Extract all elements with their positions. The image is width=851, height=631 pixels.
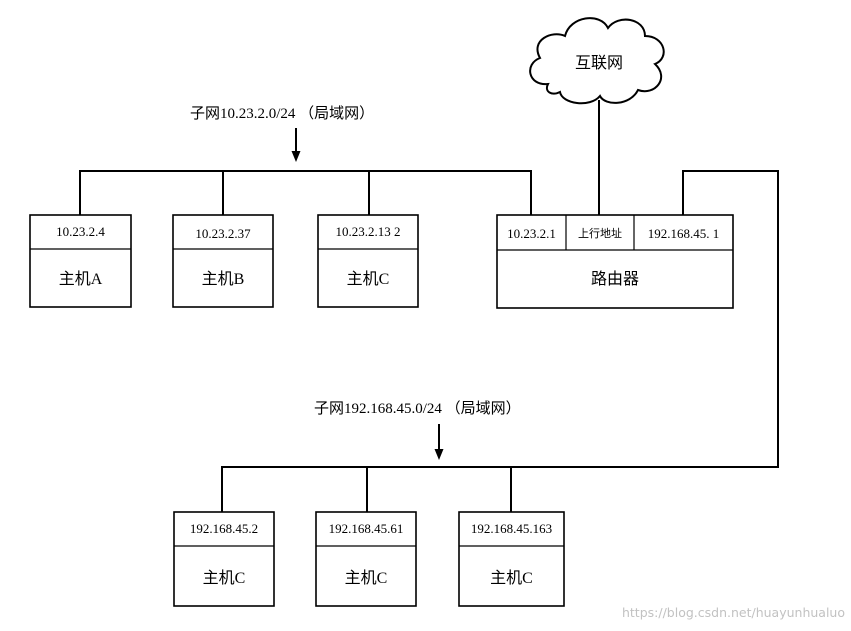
host-c-top-box [317, 214, 419, 308]
host-c-top: 10.23.2.13 2 主机C [317, 214, 419, 308]
host-bottom-1-box [173, 511, 275, 607]
host-bottom-2-box [315, 511, 417, 607]
router-wan-link [682, 170, 779, 467]
internet-label: 互联网 [575, 54, 623, 72]
host-bottom-3-box [458, 511, 565, 607]
host-c-top-name: 主机C [347, 270, 390, 288]
host-bottom-3-ip: 192.168.45.163 [471, 521, 552, 536]
subnet-label-bottom: 子网192.168.45.0/24 （局域网） [314, 400, 521, 417]
subnet-arrow-bottom-head-icon [434, 449, 444, 460]
router-uplink-label: 上行地址 [578, 226, 622, 240]
host-a-ip: 10.23.2.4 [56, 224, 105, 239]
watermark: https://blog.csdn.net/huayunhualuo [622, 605, 845, 620]
host-bottom-1-ip: 192.168.45.2 [190, 521, 258, 536]
subnet-label-top: 子网10.23.2.0/24 （局域网） [190, 105, 374, 122]
internet-cloud-icon [529, 17, 665, 105]
host-c-top-ip: 10.23.2.13 2 [336, 224, 401, 239]
host-a: 10.23.2.4 主机A [29, 214, 132, 308]
router-lan-ip: 10.23.2.1 [507, 226, 556, 241]
subnet-arrow-top-head-icon [291, 151, 301, 162]
host-bottom-2: 192.168.45.61 主机C [315, 511, 417, 607]
host-b: 10.23.2.37 主机B [172, 214, 274, 308]
host-a-name: 主机A [59, 270, 103, 288]
router-name: 路由器 [591, 270, 639, 288]
host-b-name: 主机B [202, 270, 245, 288]
host-a-box [29, 214, 132, 308]
router-wan-ip: 192.168.45. 1 [648, 226, 720, 241]
router-box [496, 214, 734, 309]
host-bottom-3: 192.168.45.163 主机C [458, 511, 565, 607]
host-bottom-2-ip: 192.168.45.61 [329, 521, 404, 536]
host-b-ip: 10.23.2.37 [195, 226, 251, 241]
host-b-box [172, 214, 274, 308]
host-bottom-2-name: 主机C [345, 569, 388, 587]
host-bottom-3-name: 主机C [490, 569, 533, 587]
host-bottom-1-name: 主机C [203, 569, 246, 587]
host-bottom-1: 192.168.45.2 主机C [173, 511, 275, 607]
router: 10.23.2.1 上行地址 192.168.45. 1 路由器 [496, 214, 734, 309]
